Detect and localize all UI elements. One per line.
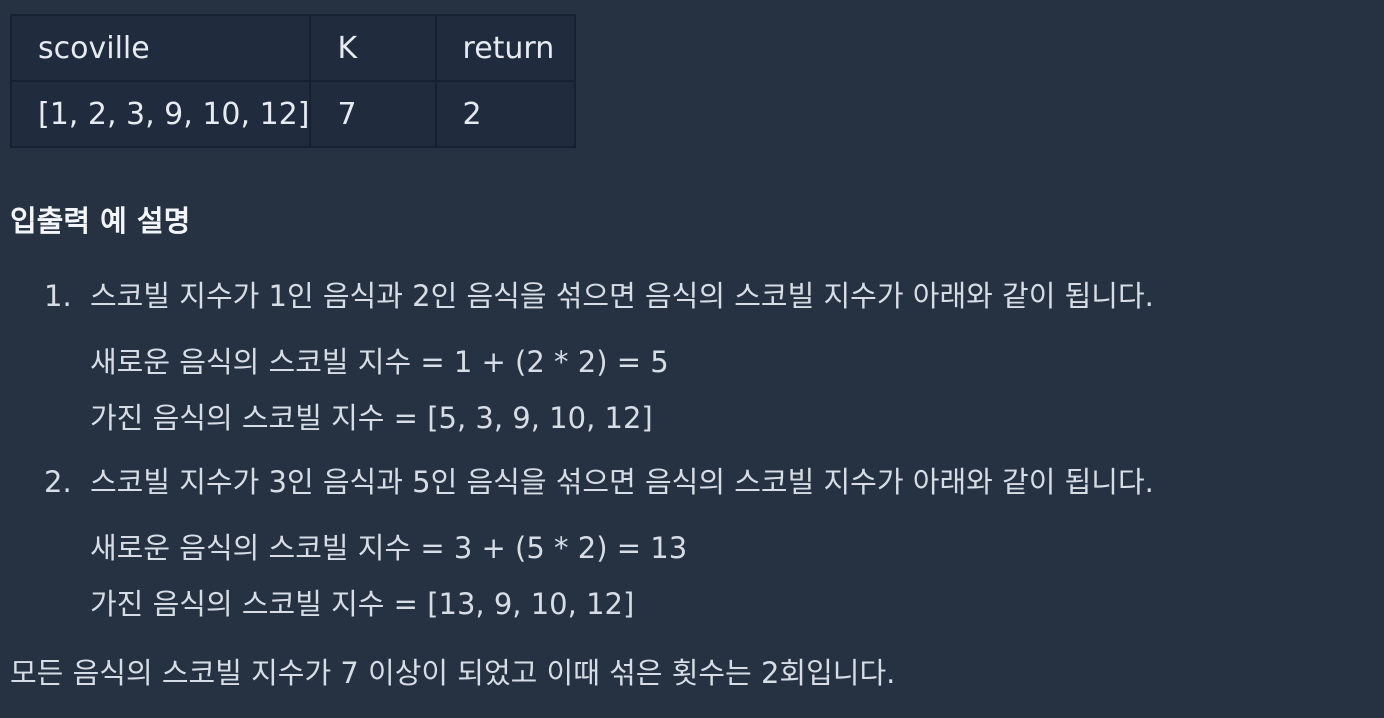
explanation-steps: 1. 스코빌 지수가 1인 음식과 2인 음식을 섞으면 음식의 스코빌 지수가…: [0, 278, 1384, 650]
step-number: 1.: [44, 279, 72, 313]
section-title: 입출력 예 설명: [10, 204, 191, 238]
step-line: 가진 음식의 스코빌 지수 = [5, 3, 9, 10, 12]: [90, 401, 653, 435]
table-row: [1, 2, 3, 9, 10, 12] 7 2: [9, 80, 577, 148]
step-line: 스코빌 지수가 3인 음식과 5인 음식을 섞으면 음식의 스코빌 지수가 아래…: [90, 465, 1154, 499]
table-header-k: K: [309, 14, 437, 82]
table-cell-return: 2: [434, 80, 577, 148]
table-cell-scoville: [1, 2, 3, 9, 10, 12]: [9, 80, 312, 148]
step-line: 가진 음식의 스코빌 지수 = [13, 9, 10, 12]: [90, 587, 635, 621]
table-header-return: return: [434, 14, 577, 82]
step-item: 1. 스코빌 지수가 1인 음식과 2인 음식을 섞으면 음식의 스코빌 지수가…: [0, 278, 1384, 446]
step-line: 새로운 음식의 스코빌 지수 = 1 + (2 * 2) = 5: [90, 345, 669, 379]
conclusion-text: 모든 음식의 스코빌 지수가 7 이상이 되었고 이때 섞은 횟수는 2회입니다…: [10, 656, 896, 690]
step-line: 스코빌 지수가 1인 음식과 2인 음식을 섞으면 음식의 스코빌 지수가 아래…: [90, 279, 1154, 313]
io-example-table: scoville K return [1, 2, 3, 9, 10, 12] 7…: [9, 14, 577, 148]
table-header-scoville: scoville: [9, 14, 312, 82]
step-item: 2. 스코빌 지수가 3인 음식과 5인 음식을 섞으면 음식의 스코빌 지수가…: [0, 464, 1384, 632]
table-header-row: scoville K return: [9, 14, 577, 82]
step-line: 새로운 음식의 스코빌 지수 = 3 + (5 * 2) = 13: [90, 531, 688, 565]
step-number: 2.: [44, 465, 72, 499]
table-cell-k: 7: [309, 80, 437, 148]
